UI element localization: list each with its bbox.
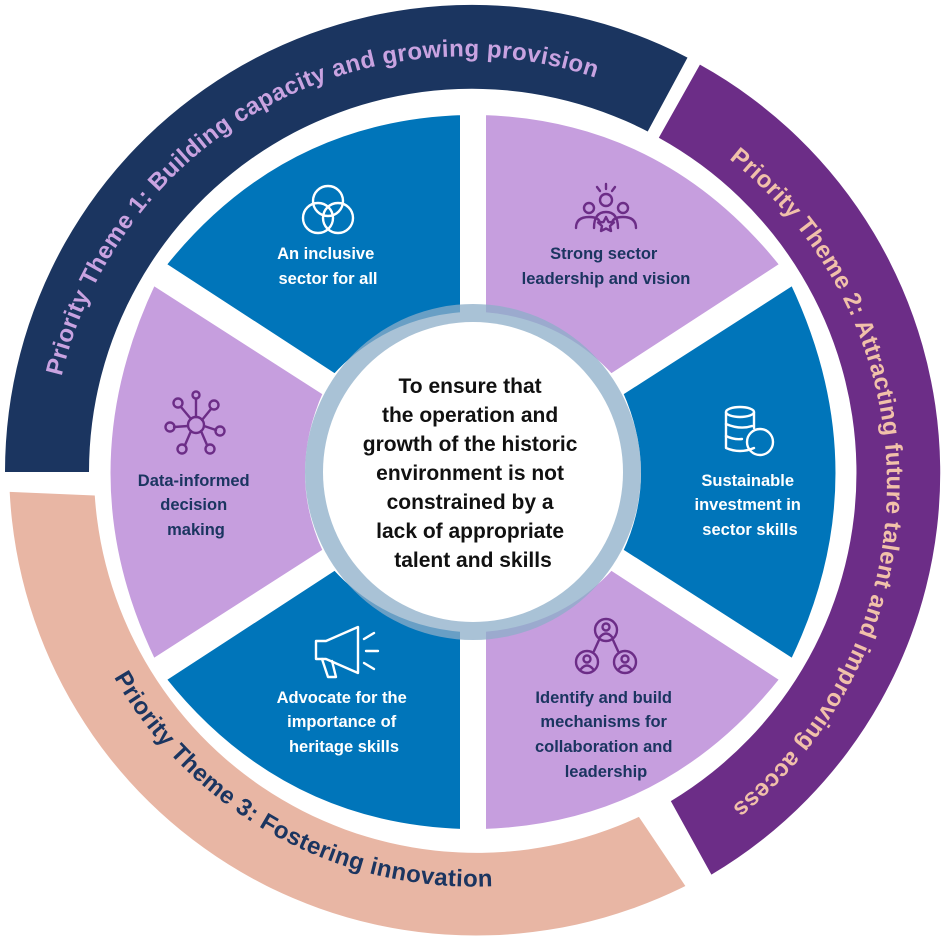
- megaphone-icon: [314, 625, 380, 679]
- theme-2-ring: [658, 64, 941, 875]
- collaboration-network-icon: [574, 617, 638, 675]
- label-advocate-heritage: Advocate for the importance of heritage …: [277, 689, 412, 756]
- theme-1-ring: [4, 4, 688, 472]
- center-circle: [323, 322, 623, 622]
- outer-theme-ring: [4, 4, 941, 936]
- center-statement: To ensure that the operation and growth …: [363, 375, 584, 572]
- label-sector-leadership: Strong sector leadership and vision: [522, 245, 691, 288]
- coins-stack-icon: [724, 405, 775, 457]
- objective-segments: [104, 109, 842, 835]
- theme-3-ring: [9, 491, 686, 936]
- label-sustainable-investment: Sustainable investment in sector skills: [695, 472, 806, 539]
- team-leader-icon: [574, 182, 638, 233]
- label-inclusive-sector: An inclusive sector for all: [277, 245, 379, 288]
- label-collaboration-mechanisms: Identify and build mechanisms for collab…: [535, 689, 677, 781]
- data-network-icon: [164, 390, 226, 455]
- interlocking-circles-icon: [301, 184, 355, 235]
- label-data-informed: Data-informed decision making: [138, 472, 254, 539]
